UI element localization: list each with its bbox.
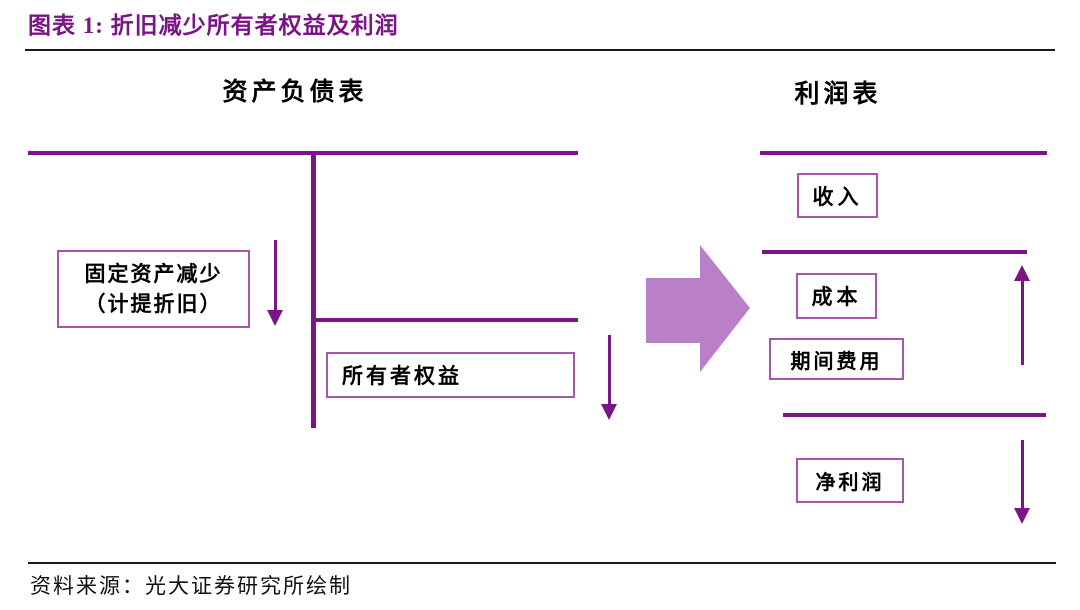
net-profit-box: 净利润 xyxy=(796,458,904,503)
source-note: 资料来源：光大证券研究所绘制 xyxy=(30,574,352,598)
footer-divider xyxy=(28,562,1056,564)
expense-increase-arrow-icon xyxy=(1014,265,1030,365)
net-profit-decrease-arrow-icon xyxy=(1014,440,1030,524)
arrow-shaft xyxy=(607,335,611,406)
arrow-shaft xyxy=(1020,279,1024,365)
income-statement-line-top xyxy=(760,151,1047,155)
arrow-head-down-icon xyxy=(1014,508,1030,524)
balance-sheet-vertical-line xyxy=(311,151,316,428)
owner-equity-box: 所有者权益 xyxy=(326,352,575,398)
owner-equity-decrease-arrow-icon xyxy=(601,335,617,420)
cost-label: 成本 xyxy=(811,285,862,309)
revenue-box: 收入 xyxy=(797,173,878,218)
fixed-asset-box: 固定资产减少 （计提折旧） xyxy=(57,250,250,328)
fixed-asset-label-line1: 固定资产减少 xyxy=(84,261,223,286)
fixed-asset-decrease-arrow-icon xyxy=(267,240,283,326)
owner-equity-label: 所有者权益 xyxy=(342,364,462,388)
figure-title: 图表 1: 折旧减少所有者权益及利润 xyxy=(28,13,399,38)
arrow-head-down-icon xyxy=(601,404,617,420)
balance-sheet-top-line xyxy=(28,151,578,155)
big-right-arrow-icon xyxy=(646,245,750,372)
income-statement-line-middle xyxy=(762,250,1027,254)
title-underline xyxy=(25,49,1055,51)
fixed-asset-label-line2: （计提折旧） xyxy=(84,292,223,316)
period-expense-box: 期间费用 xyxy=(769,338,904,380)
balance-sheet-header: 资产负债表 xyxy=(222,79,368,106)
income-statement-line-bottom xyxy=(783,413,1046,417)
arrow-head-down-icon xyxy=(267,310,283,326)
arrow-shaft xyxy=(273,240,277,312)
income-statement-header: 利润表 xyxy=(794,81,882,108)
cost-box: 成本 xyxy=(796,273,877,319)
revenue-label: 收入 xyxy=(812,184,863,209)
arrow-head-up-icon xyxy=(1014,265,1030,281)
arrow-shaft xyxy=(1020,440,1024,510)
net-profit-label: 净利润 xyxy=(815,472,885,494)
balance-sheet-equity-line xyxy=(313,318,578,322)
period-expense-label: 期间费用 xyxy=(790,350,883,373)
